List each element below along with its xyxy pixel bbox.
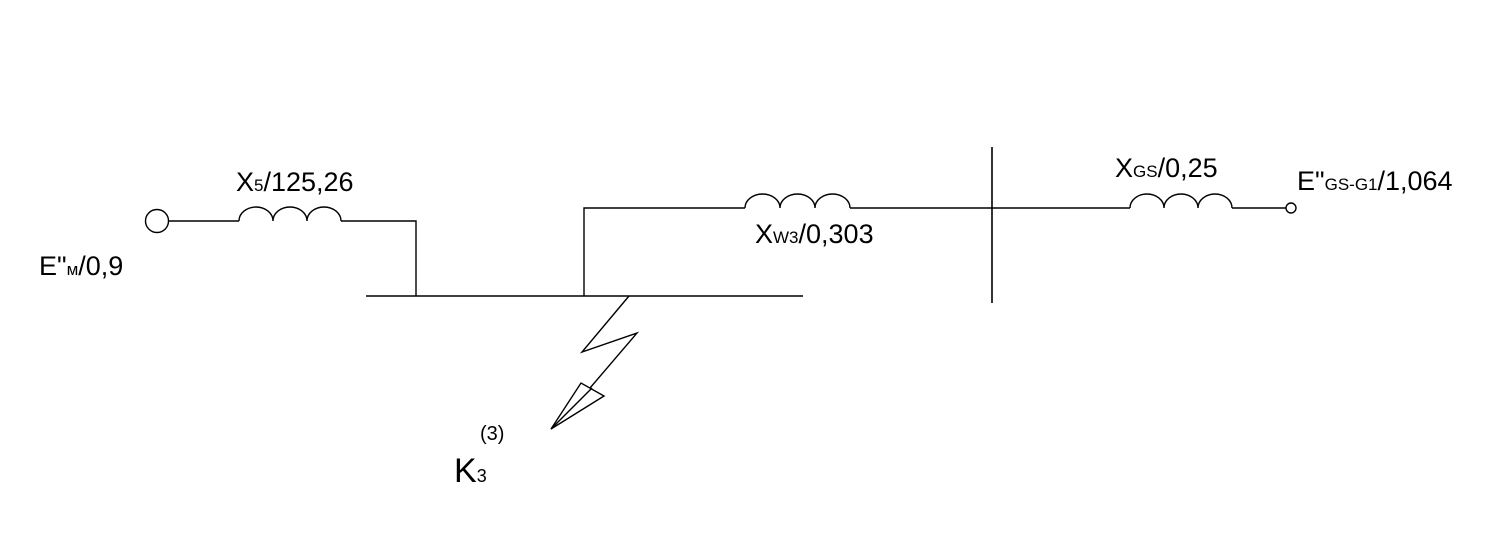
generator-emf-label: E"GS-G1/1,064	[1297, 166, 1453, 196]
xgs-label: XGS/0,25	[1115, 153, 1218, 183]
generator-source-terminal	[1285, 202, 1297, 214]
fault-lightning-icon	[579, 295, 640, 389]
x5-label: X5/125,26	[236, 167, 354, 197]
fault-point-label: K3	[454, 452, 487, 490]
fault-arrow-shaft	[550, 387, 593, 430]
fault-superscript: (3)	[480, 423, 504, 445]
xw3-inductor	[744, 193, 851, 209]
x5-to-bus-wire	[341, 220, 417, 296]
bus-to-xw3-wire	[583, 207, 745, 296]
motor-emf-label: E"м/0,9	[39, 251, 123, 281]
xgs-inductor	[1129, 193, 1233, 209]
x5-inductor	[238, 206, 342, 222]
xw3-label: XW3/0,303	[755, 219, 874, 249]
motor-source-terminal	[144, 208, 170, 234]
fault-arrow-icon	[550, 382, 606, 430]
